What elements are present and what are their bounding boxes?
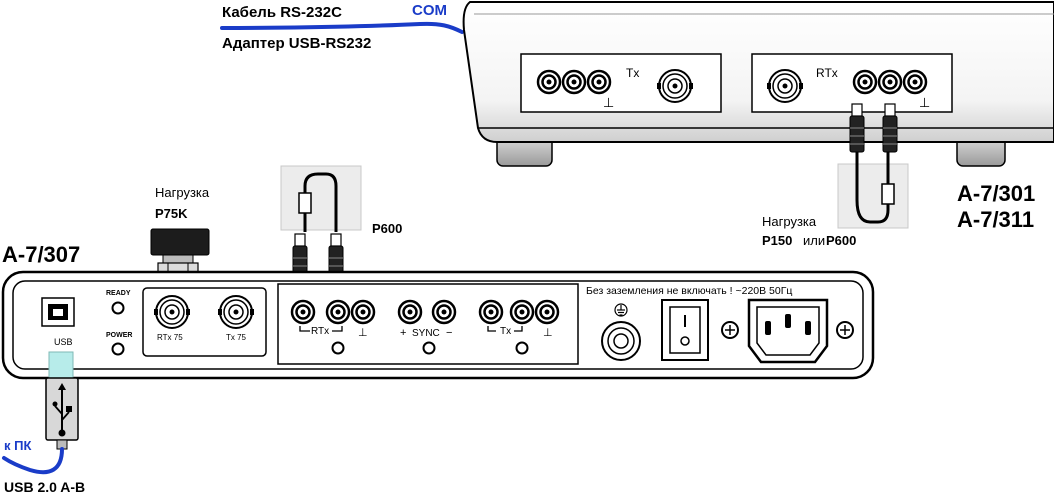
top-rtx-bnc[interactable] [766, 69, 804, 103]
load-left-value: P75K [155, 206, 188, 221]
rtx-group-label: RTx [311, 326, 329, 337]
load-right: Нагрузка P150 или P600 [762, 103, 909, 248]
tx-led [515, 341, 529, 355]
power-label: POWER [106, 332, 132, 339]
ready-label: READY [106, 290, 131, 297]
tx75-label: Tx 75 [226, 333, 247, 342]
top-rtx-jack-2[interactable] [877, 69, 903, 95]
load-left-cap [150, 228, 210, 256]
top-device-model-1: A-7/301 [957, 181, 1035, 206]
rtx75-bnc[interactable] [153, 295, 191, 329]
top-rtx-jack-3[interactable] [902, 69, 928, 95]
top-tx-jack-3[interactable] [586, 69, 612, 95]
rs232-cable [220, 21, 464, 34]
usb-wire [2, 447, 64, 475]
ground-terminal-icon [614, 303, 628, 317]
sync-plus-symbol: + [400, 327, 406, 339]
ground-symbol: ⊥ [603, 95, 614, 110]
load-right-plug-1 [849, 103, 865, 153]
usb-plug-neck [48, 351, 74, 379]
tx-bracket [487, 326, 523, 332]
grounding-warning: Без заземления не включать ! ~220В 50Гц [586, 285, 792, 297]
load-right-title: Нагрузка [762, 214, 817, 229]
top-device-model-2: A-7/311 [957, 207, 1034, 232]
rtx75-label: RTx 75 [157, 333, 183, 342]
ground-symbol: ⊥ [543, 327, 553, 339]
load-right-box [837, 163, 909, 229]
top-rtx-label: RTx [816, 66, 838, 80]
tx-jack-3[interactable] [534, 299, 560, 325]
rtx-jack-3[interactable] [350, 299, 376, 325]
rs232-cable-label: Кабель RS-232C [222, 4, 342, 21]
rtx-led [331, 341, 345, 355]
load-left: Нагрузка P75K [150, 185, 210, 282]
ready-led [111, 301, 125, 315]
rtx-jack-1[interactable] [290, 299, 316, 325]
load-middle-box [280, 165, 362, 231]
top-tx-label: Tx [626, 66, 639, 80]
sync-jack-plus[interactable] [397, 299, 423, 325]
ground-screw[interactable] [601, 321, 641, 361]
load-middle: P600 [280, 165, 402, 283]
load-left-title: Нагрузка [155, 185, 210, 200]
usb-cable [2, 351, 79, 475]
bottom-device-model: A-7/307 [2, 242, 80, 267]
load-right-wire [855, 152, 890, 224]
resistor-icon [881, 183, 895, 205]
sync-minus-symbol: − [446, 327, 452, 339]
power-switch[interactable] [661, 299, 709, 361]
socket-screw-right [836, 321, 854, 339]
ground-symbol: ⊥ [919, 95, 930, 110]
top-rtx-jack-1[interactable] [852, 69, 878, 95]
load-middle-wire [303, 172, 338, 232]
rtx-bracket [299, 326, 343, 332]
tx75-bnc[interactable] [217, 295, 255, 329]
resistor-icon [298, 192, 312, 214]
top-tx-jack-2[interactable] [561, 69, 587, 95]
power-led [111, 342, 125, 356]
usb-b-port-slot [53, 309, 63, 316]
power-socket[interactable] [747, 298, 829, 364]
rtx-jack-2[interactable] [325, 299, 351, 325]
load-left-neck [162, 254, 194, 264]
socket-screw-left [721, 321, 739, 339]
bottom-device: USB READY POWER RTx 75 Tx 75 RTx ⊥ + SYN… [1, 270, 875, 380]
sync-group-label: SYNC [412, 328, 440, 339]
usb-icon [52, 383, 72, 437]
load-middle-value: P600 [372, 221, 402, 236]
to-pc-label: к ПК [4, 438, 31, 453]
top-tx-jack-1[interactable] [536, 69, 562, 95]
ground-symbol: ⊥ [358, 327, 368, 339]
load-right-plug-2 [882, 103, 898, 153]
tx-jack-2[interactable] [509, 299, 535, 325]
usb-port-label: USB [54, 337, 73, 347]
sync-jack-minus[interactable] [431, 299, 457, 325]
load-right-or: или [803, 233, 825, 248]
load-right-value-a: P150 [762, 233, 792, 248]
tx-group-label: Tx [500, 326, 511, 337]
top-device: ⊥ Tx RTx ⊥ [462, 0, 1054, 167]
usb-rs232-adapter-label: Адаптер USB-RS232 [222, 35, 371, 52]
com-port-label: COM [412, 2, 447, 19]
sync-led [422, 341, 436, 355]
tx-jack-1[interactable] [478, 299, 504, 325]
top-tx-bnc[interactable] [656, 69, 694, 103]
usb-cable-type-label: USB 2.0 A-B [4, 479, 85, 494]
load-right-value-b: P600 [826, 233, 856, 248]
